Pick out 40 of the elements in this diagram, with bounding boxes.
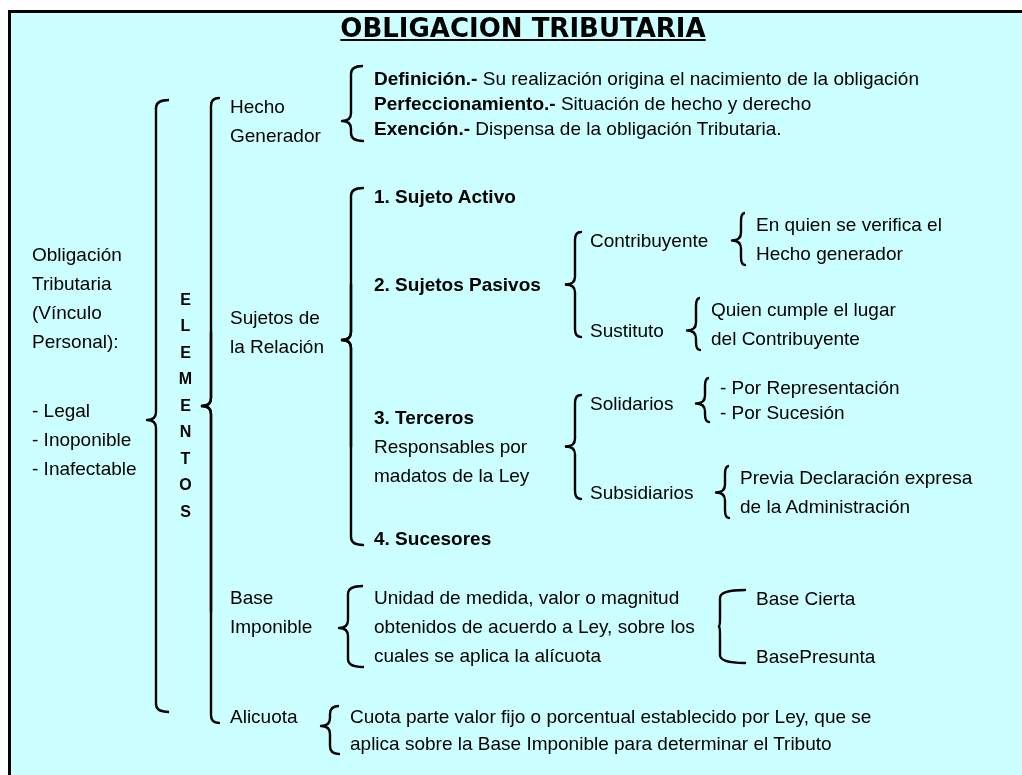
element-label: Hecho Generador xyxy=(230,95,322,148)
numbered-heading: 4. Sucesores xyxy=(374,527,492,551)
element-label: Base Imponible xyxy=(230,586,314,639)
description-text: Quien cumple el lugar del Contribuyente xyxy=(711,298,897,351)
term-label: Sustituto xyxy=(590,319,665,343)
brace-line xyxy=(714,464,731,520)
term-label: - Inoponible xyxy=(32,428,133,452)
definition-text: Perfeccionamiento.- Situación de hecho y derecho xyxy=(374,92,813,116)
term-label: - Inafectable xyxy=(32,457,138,481)
brace-line xyxy=(564,283,583,339)
description-text: Unidad de medida, valor o magnitud obtenidos de acuerdo a Ley, sobre los cuales se aplica la alícuota xyxy=(374,586,696,668)
definition-text: Exención.- Dispensa de la obligación Tributaria. xyxy=(374,117,783,141)
description-text: Responsables por madatos de la Ley xyxy=(374,435,531,488)
term-label: - Legal xyxy=(32,399,92,423)
definition-text: Definición.- Su realización origina el nacimiento de la obligación xyxy=(374,67,919,91)
vertical-heading: ELEMENTOS xyxy=(177,289,194,522)
description-text: Cuota parte valor fijo o porcentual establecido por Ley, que se aplica sobre la Base Imponible para determinar el Tributo xyxy=(350,705,873,756)
numbered-heading: 2. Sujetos Pasivos xyxy=(374,273,542,297)
brace-line xyxy=(564,445,583,501)
element-label: Sujetos de la Relación xyxy=(230,306,325,359)
brace-line xyxy=(717,588,747,628)
term-label: Subsidiarios xyxy=(590,481,695,505)
term-label: Solidarios xyxy=(590,392,675,416)
list-item: - Por Representación xyxy=(720,376,900,400)
brace-line xyxy=(145,98,171,714)
diagram-title: OBLIGACION TRIBUTARIA xyxy=(340,13,706,43)
brace-line xyxy=(685,296,702,352)
term-label: Base Cierta xyxy=(756,587,856,611)
description-text: En quien se verifica el Hecho generador xyxy=(756,213,943,266)
element-label: Alicuota xyxy=(230,705,299,729)
numbered-heading: 1. Sujeto Activo xyxy=(374,185,516,209)
numbered-heading: 3. Terceros xyxy=(374,406,475,430)
term-label: Contribuyente xyxy=(590,229,710,253)
brace-line xyxy=(730,211,747,267)
brace-line xyxy=(717,625,747,665)
list-item: - Por Sucesión xyxy=(720,401,846,425)
term-label: Obligación Tributaria (Vínculo Personal): xyxy=(32,243,123,354)
term-label: BasePresunta xyxy=(756,645,876,669)
brace-line xyxy=(694,376,711,424)
description-text: Previa Declaración expresa de la Administración xyxy=(740,466,974,519)
